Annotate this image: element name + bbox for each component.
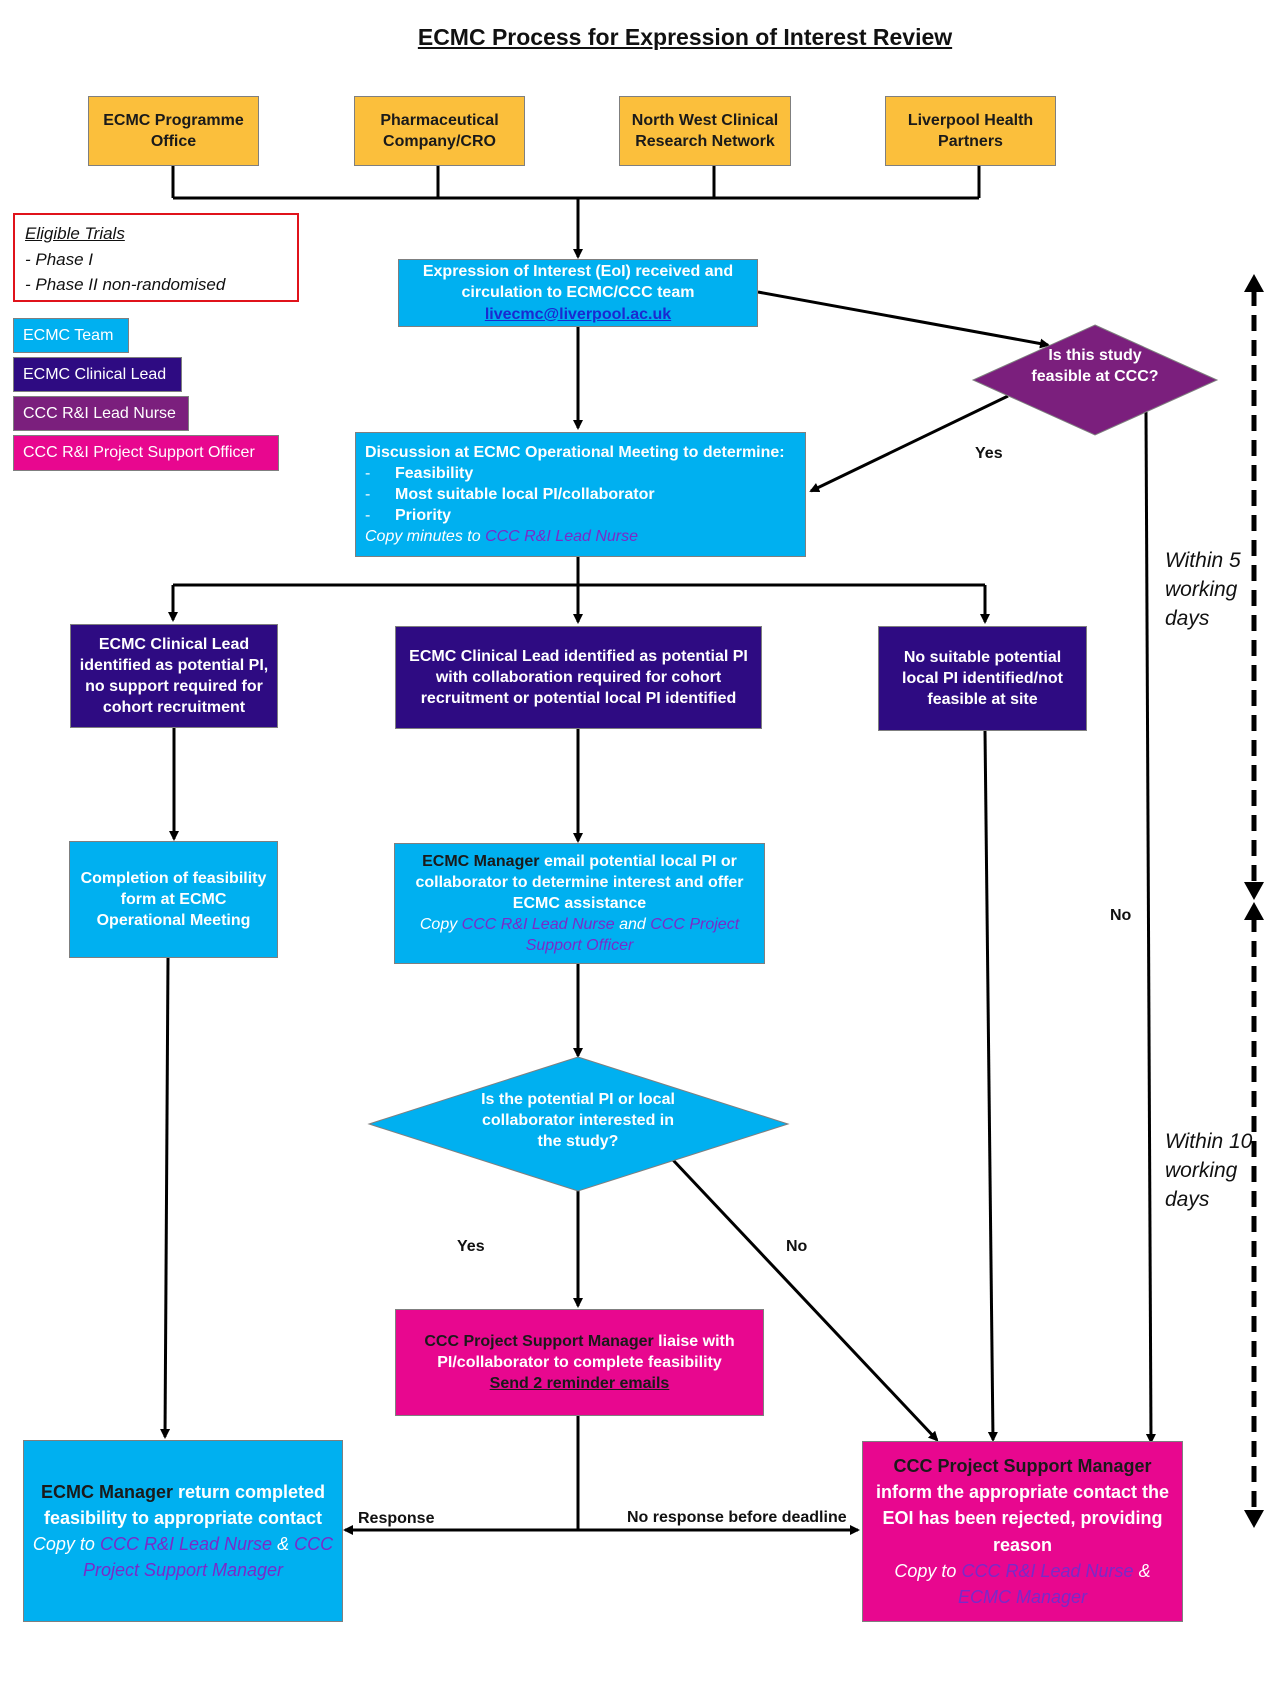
discussion-item: Feasibility [365, 463, 655, 484]
discussion-heading: Discussion at ECMC Operational Meeting t… [365, 443, 785, 461]
reject-box: CCC Project Support Manager inform the a… [862, 1441, 1183, 1622]
source-ecmc-programme-office: ECMC Programme Office [88, 96, 259, 166]
label-no-interest: No [786, 1238, 808, 1255]
interest-q-text: Is the potential PI or local collaborato… [481, 1091, 675, 1151]
arrow-no-to-reject [1144, 411, 1156, 1444]
eligible-trial-item: - Phase I [25, 249, 94, 269]
branch-mid-box: ECMC Clinical Lead identified as potenti… [395, 626, 762, 729]
feasible-q-diamond [971, 324, 1219, 436]
legend-ccc-project-support-officer: CCC R&I Project Support Officer [13, 435, 279, 471]
label-no-response: No response before deadline [627, 1509, 847, 1526]
arrow-yes-to-discussion [809, 394, 1009, 493]
timeline-five-bottom-arrowhead [1244, 882, 1264, 900]
liaise-box: CCC Project Support Manager liaise with … [395, 1309, 764, 1416]
discussion-item: Most suitable local PI/collaborator [365, 484, 655, 505]
return-text: ECMC Manager return completed feasibilit… [40, 1481, 326, 1528]
label-yes-interest: Yes [457, 1238, 485, 1255]
return-box: ECMC Manager return completed feasibilit… [23, 1440, 343, 1622]
arrow-to-return-box [160, 957, 171, 1439]
feasible-q-text: Is this study feasible at CCC? [1031, 347, 1159, 386]
source-liverpool-health-partners: Liverpool Health Partners [885, 96, 1056, 166]
timeline-ten-top-arrowhead [1244, 902, 1264, 920]
legend-ccc-lead-nurse: CCC R&I Lead Nurse [13, 396, 189, 431]
manager-email-box: ECMC Manager email potential local PI or… [394, 843, 765, 964]
discussion-box: Discussion at ECMC Operational Meeting t… [355, 432, 806, 557]
source-pharmaceutical-company: Pharmaceutical Company/CRO [354, 96, 525, 166]
eligible-trial-item: - Phase II non-randomised [25, 275, 226, 294]
branch-left-box: ECMC Clinical Lead identified as potenti… [70, 624, 278, 728]
reject-copy: Copy to CCC R&I Lead Nurse & ECMC Manage… [894, 1560, 1151, 1607]
label-yes-feasible: Yes [975, 445, 1003, 462]
legend-ecmc-team: ECMC Team [13, 318, 129, 353]
manager-email-text: ECMC Manager email potential local PI or… [415, 852, 744, 912]
eoi-received-box: Expression of Interest (EoI) received an… [398, 259, 758, 327]
eoi-email-link[interactable]: livecmc@liverpool.ac.uk [484, 305, 672, 323]
timeline-five-days: Within 5 working days [1165, 549, 1241, 630]
label-no-feasible: No [1110, 907, 1132, 924]
arrow-to-feasible-q [757, 290, 1050, 349]
branch-right-box: No suitable potential local PI identifie… [878, 626, 1087, 731]
manager-email-copy: Copy CCC R&I Lead Nurse and CCC Project … [419, 916, 740, 955]
timeline-five-top-arrowhead [1244, 274, 1264, 292]
discussion-item: Priority [365, 505, 655, 526]
discussion-list: Feasibility Most suitable local PI/colla… [365, 463, 655, 526]
arrow-right-to-reject [983, 730, 998, 1442]
page-title: ECMC Process for Expression of Interest … [417, 24, 953, 50]
discussion-split [173, 557, 985, 587]
eoi-received-text: Expression of Interest (EoI) received an… [422, 263, 734, 302]
source-north-west-crn: North West Clinical Research Network [619, 96, 791, 166]
liaise-reminder: Send 2 reminder emails [489, 1375, 670, 1393]
return-copy: Copy to CCC R&I Lead Nurse & CCC Project… [32, 1534, 334, 1581]
interest-q-diamond [367, 1056, 790, 1192]
eligible-trials-box: Eligible Trials - Phase I - Phase II non… [13, 213, 299, 302]
discussion-copy-line: Copy minutes to CCC R&I Lead Nurse [365, 528, 639, 546]
liaise-text: CCC Project Support Manager liaise with … [424, 1332, 735, 1371]
label-response: Response [358, 1510, 435, 1527]
legend-ecmc-clinical-lead: ECMC Clinical Lead [13, 357, 182, 392]
completion-box: Completion of feasibility form at ECMC O… [69, 841, 278, 958]
arrow-no-to-reject-mid [671, 1158, 939, 1442]
reject-text: CCC Project Support Manager inform the a… [875, 1456, 1170, 1555]
timeline-ten-bottom-arrowhead [1244, 1510, 1264, 1528]
source-connector [171, 166, 981, 200]
timeline-ten-days: Within 10 working days [1165, 1130, 1253, 1211]
eligible-trials-heading: Eligible Trials [25, 224, 125, 243]
